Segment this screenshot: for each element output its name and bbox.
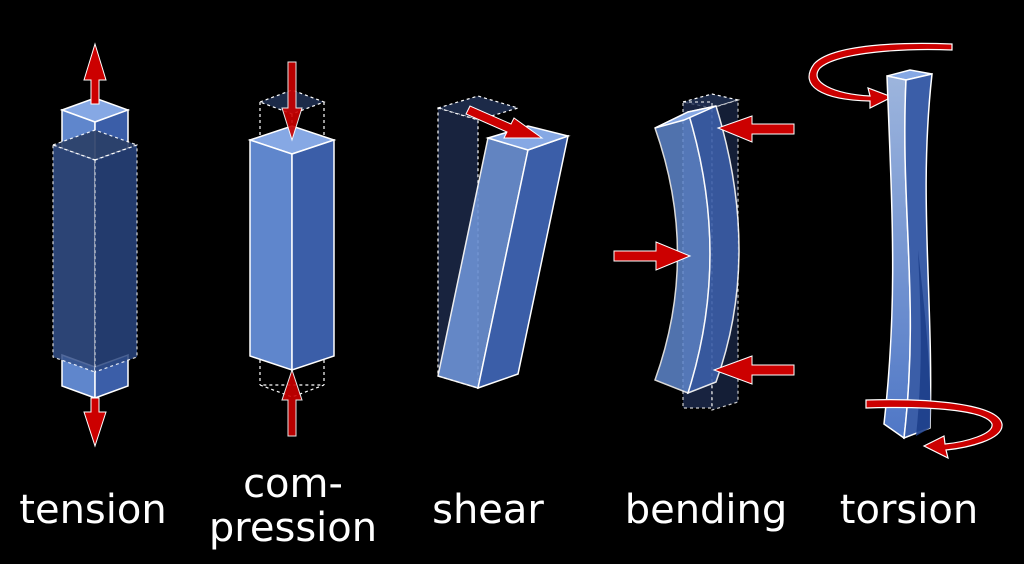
tension-arrow-up: [83, 42, 107, 105]
compression-arrow-up: [281, 368, 303, 437]
tension-original-shape: [51, 129, 139, 373]
bending-figure: [613, 93, 795, 411]
torsion-arrow-top: [808, 42, 953, 109]
torsion-figure: [808, 42, 1003, 460]
shear-figure: [435, 95, 571, 390]
torsion-beam: [883, 69, 933, 440]
label-tension: tension: [19, 487, 167, 533]
label-shear: shear: [432, 487, 544, 533]
tension-figure: [51, 42, 139, 448]
label-compression-line2: pression: [208, 505, 378, 551]
bending-arrow-top: [716, 115, 795, 143]
label-compression-line1: com-: [243, 461, 343, 507]
label-torsion: torsion: [839, 487, 979, 533]
tension-arrow-down: [83, 397, 107, 448]
bending-arrow-middle: [613, 241, 692, 271]
label-bending: bending: [624, 487, 788, 533]
label-compression: com- pression: [200, 462, 386, 550]
shear-arrow: [465, 105, 544, 139]
compression-figure: [247, 61, 337, 437]
compression-arrow-down: [281, 61, 303, 142]
compression-beam: [247, 125, 337, 372]
torsion-arrow-bottom: [865, 399, 1003, 460]
bending-arrow-bottom: [712, 355, 795, 385]
